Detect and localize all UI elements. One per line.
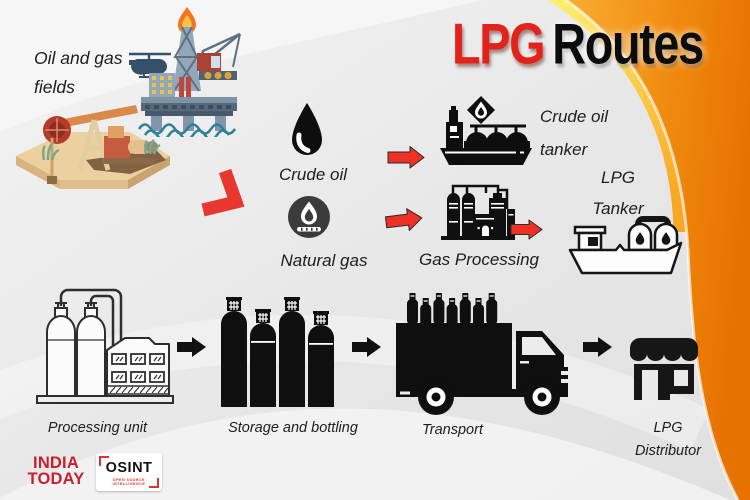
label-crude-oil: Crude oil	[278, 165, 348, 184]
osint-logo: OSINT OPEN SOURCE INTELLIGENCE	[96, 453, 162, 491]
label-line: fields	[34, 77, 75, 97]
osint-wordmark: OSINT	[105, 460, 153, 476]
crude-oil-tanker-icon	[440, 96, 532, 165]
label-line: LPG	[653, 420, 683, 436]
label-line: Tanker	[592, 199, 644, 218]
india-today-logo: INDIA TODAY	[18, 454, 94, 488]
label-line: Crude oil	[540, 107, 609, 126]
label-natural-gas: Natural gas	[280, 251, 368, 270]
label-oil-and-gas-fields: Oil and gas fields	[34, 44, 123, 102]
label-line: Distributor	[634, 443, 702, 459]
wheel-icon	[524, 379, 560, 415]
lpg-distributor-icon	[630, 338, 698, 400]
label-lpg-distributor: LPG Distributor	[616, 417, 720, 463]
cylinder	[221, 297, 247, 407]
title-word-routes: Routes	[552, 13, 704, 77]
label-transport: Transport	[422, 422, 483, 438]
processing-unit-icon	[36, 288, 174, 404]
label-processing-unit: Processing unit	[47, 420, 148, 436]
wheel-icon	[418, 379, 454, 415]
natural-gas-icon	[288, 196, 330, 238]
cylinder	[279, 297, 305, 407]
lpg-tanker-icon	[568, 216, 683, 275]
osint-tagline: OPEN SOURCE INTELLIGENCE	[112, 478, 146, 486]
label-crude-oil-tanker: Crude oil tanker	[540, 100, 608, 166]
india-today-line1: INDIA	[33, 454, 79, 472]
title-word-lpg: LPG	[452, 13, 546, 77]
crude-oil-icon	[292, 103, 322, 155]
storage-icon	[221, 297, 334, 407]
label-gas-processing: Gas Processing	[419, 250, 539, 269]
gas-processing-icon	[441, 184, 515, 240]
transport-icon	[396, 293, 570, 415]
oil-rig-illustration	[129, 7, 241, 137]
osint-corner-bracket-icon	[99, 456, 109, 466]
label-lpg-tanker: LPG Tanker	[566, 162, 670, 224]
label-line: Oil and gas	[34, 48, 123, 68]
label-storage-and-bottling: Storage and bottling	[228, 420, 358, 436]
label-line: tanker	[540, 140, 588, 159]
india-today-line2: TODAY	[27, 470, 85, 488]
osint-corner-bracket-icon	[149, 478, 159, 488]
helicopter-icon	[129, 52, 171, 78]
cylinder	[308, 311, 334, 407]
pumpjack-illustration	[16, 105, 170, 189]
cylinder	[250, 309, 276, 407]
label-line: LPG	[600, 168, 636, 187]
